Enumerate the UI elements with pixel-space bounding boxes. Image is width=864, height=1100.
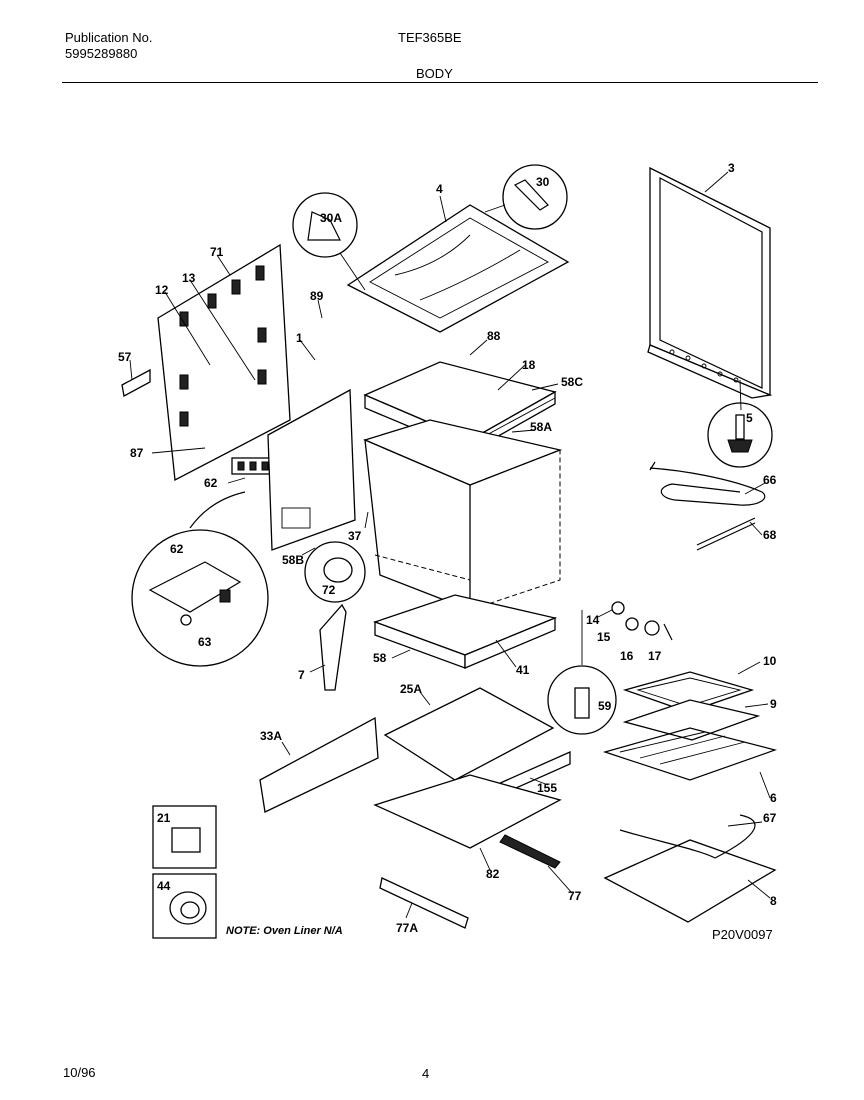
back-panel-lower-part	[267, 388, 356, 551]
callout-4: 4	[436, 182, 443, 196]
bracket-77a-part	[379, 877, 469, 929]
callout-58b: 58B	[282, 553, 304, 567]
callout-10: 10	[763, 654, 777, 668]
callout-82: 82	[486, 867, 500, 881]
oven-liner-part	[363, 419, 563, 611]
callout-17: 17	[648, 649, 662, 663]
footer-date: 10/96	[63, 1065, 96, 1080]
callout-9: 9	[770, 697, 777, 711]
section-title: BODY	[416, 66, 453, 81]
back-panel-part	[157, 243, 291, 482]
callout-62b: 62	[170, 542, 184, 556]
detail-30-circle	[502, 164, 568, 230]
bake-element-part	[603, 814, 777, 923]
callout-66: 66	[763, 473, 777, 487]
callout-18: 18	[522, 358, 536, 372]
publication-label: Publication No.	[65, 30, 153, 45]
callout-87: 87	[130, 446, 144, 460]
bottom-panel-part	[383, 687, 555, 781]
drawer-bottom-part	[373, 774, 562, 849]
callout-7: 7	[298, 668, 305, 682]
callout-88: 88	[487, 329, 501, 343]
callout-89: 89	[310, 289, 324, 303]
callout-63: 63	[198, 635, 212, 649]
callout-58: 58	[373, 651, 387, 665]
callout-30: 30	[536, 175, 550, 189]
callout-58c: 58C	[561, 375, 583, 389]
detail-62-circle	[131, 529, 269, 667]
callout-12: 12	[155, 283, 169, 297]
footer-page-number: 4	[422, 1066, 430, 1081]
top-panel-part	[346, 204, 570, 333]
header-rule	[62, 82, 818, 83]
callout-labels: 30A 4 30 3 71 13 12 89 1 88 18 57 58C 5 …	[118, 161, 777, 935]
callout-5: 5	[746, 411, 753, 425]
model-number: TEF365BE	[398, 30, 462, 45]
callout-62a: 62	[204, 476, 218, 490]
callout-13: 13	[182, 271, 196, 285]
callout-25a: 25A	[400, 682, 422, 696]
detail-30a-circle	[292, 192, 358, 258]
callout-3: 3	[728, 161, 735, 175]
bracket-57-part	[121, 368, 151, 397]
hinge-part	[319, 603, 347, 691]
drawing-code: P20V0097	[712, 927, 773, 942]
callout-30a: 30A	[320, 211, 342, 225]
callout-21: 21	[157, 811, 171, 825]
callout-44: 44	[157, 879, 171, 893]
callout-71: 71	[210, 245, 224, 259]
side-panel-part	[647, 166, 773, 399]
callout-6: 6	[770, 791, 777, 805]
callout-1: 1	[296, 331, 303, 345]
callout-41: 41	[516, 663, 530, 677]
callout-37: 37	[348, 529, 362, 543]
callout-68: 68	[763, 528, 777, 542]
terminal-block-part	[231, 457, 273, 475]
broil-element-part	[649, 461, 766, 551]
oven-liner-note: NOTE: Oven Liner N/A	[226, 925, 343, 937]
callout-15: 15	[597, 630, 611, 644]
callout-57: 57	[118, 350, 132, 364]
publication-number: 5995289880	[65, 46, 138, 61]
oven-rack-part	[602, 727, 778, 781]
callout-8: 8	[770, 894, 777, 908]
front-trim-part	[259, 716, 379, 813]
callout-77: 77	[568, 889, 582, 903]
callout-33a: 33A	[260, 729, 282, 743]
callout-77a: 77A	[396, 921, 418, 935]
callout-14: 14	[586, 613, 600, 627]
callout-58a: 58A	[530, 420, 552, 434]
callout-16: 16	[620, 649, 634, 663]
callout-59: 59	[598, 699, 612, 713]
bottom-insulation-part	[373, 594, 558, 669]
strip-77-part	[499, 834, 561, 869]
broil-pan-insert-part	[622, 671, 755, 713]
leader-lines	[129, 171, 771, 919]
callout-155: 155	[537, 781, 557, 795]
broil-pan-part	[622, 699, 761, 741]
callout-67: 67	[763, 811, 777, 825]
callout-72: 72	[322, 583, 336, 597]
leveling-leg-part	[707, 402, 773, 468]
